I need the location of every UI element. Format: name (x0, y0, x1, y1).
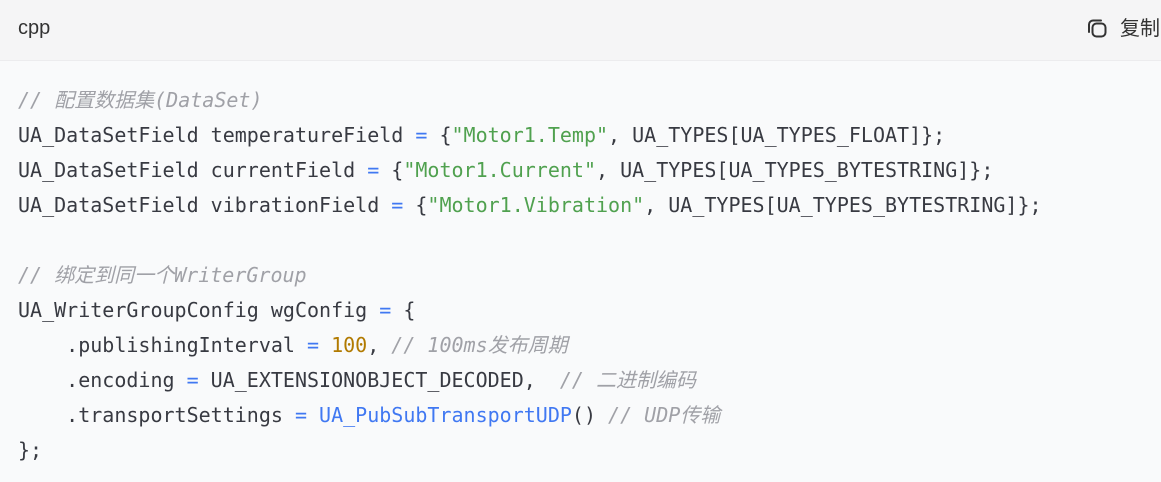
code-header: cpp 复制 (0, 0, 1161, 61)
code-text: , UA_TYPES[UA_TYPES_BYTESTRING]}; (644, 193, 1042, 217)
code-line: UA_DataSetField temperatureField = {"Mot… (18, 118, 1161, 153)
language-label: cpp (18, 17, 51, 39)
code-content[interactable]: // 配置数据集(DataSet) UA_DataSetField tempera… (0, 61, 1161, 468)
code-comment: // 配置数据集(DataSet) (18, 88, 263, 112)
code-text: UA_DataSetField vibrationField (18, 193, 392, 217)
code-text: UA_WriterGroupConfig wgConfig (18, 298, 380, 322)
code-line (18, 223, 1161, 258)
code-text: { (403, 193, 428, 217)
code-comment: // 100ms发布周期 (391, 333, 568, 357)
code-line: // 配置数据集(DataSet) (18, 83, 1161, 118)
code-line: .encoding = UA_EXTENSIONOBJECT_DECODED, … (18, 363, 1161, 398)
code-operator: = (306, 333, 320, 357)
code-text: .publishingInterval (18, 333, 307, 357)
code-line: UA_DataSetField currentField = {"Motor1.… (18, 153, 1161, 188)
code-operator: = (367, 158, 380, 182)
code-line: // 绑定到同一个WriterGroup (18, 258, 1161, 293)
code-operator: = (294, 403, 307, 427)
code-text (307, 403, 319, 427)
code-text: () (571, 403, 609, 427)
code-text: UA_EXTENSIONOBJECT_DECODED, (198, 368, 560, 392)
code-text: { (427, 123, 452, 147)
code-operator: = (415, 123, 428, 147)
code-text: { (379, 158, 404, 182)
code-comment: // UDP传输 (608, 403, 721, 427)
code-comment: // 二进制编码 (559, 368, 696, 392)
code-text: , UA_TYPES[UA_TYPES_BYTESTRING]}; (596, 158, 994, 182)
code-body[interactable]: // 配置数据集(DataSet) UA_DataSetField tempera… (0, 61, 1161, 482)
copy-icon (1088, 19, 1107, 38)
code-operator: = (379, 298, 392, 322)
code-string: "Motor1.Current" (403, 158, 596, 182)
code-string: "Motor1.Temp" (451, 123, 609, 147)
code-function: UA_PubSubTransportUDP (319, 403, 572, 427)
code-text: .encoding (18, 368, 187, 392)
code-line: .transportSettings = UA_PubSubTransportU… (18, 398, 1161, 433)
code-number: 100 (331, 333, 368, 357)
code-string: "Motor1.Vibration" (427, 193, 645, 217)
code-text (319, 333, 331, 357)
code-text: , (367, 333, 392, 357)
code-comment: // 绑定到同一个WriterGroup (18, 263, 307, 287)
code-operator: = (186, 368, 199, 392)
code-operator: = (391, 193, 404, 217)
code-line: }; (18, 433, 1161, 468)
code-line: UA_DataSetField vibrationField = {"Motor… (18, 188, 1161, 223)
code-text: UA_DataSetField temperatureField (18, 123, 416, 147)
code-text: }; (18, 438, 43, 462)
code-line: .publishingInterval = 100, // 100ms发布周期 (18, 328, 1161, 363)
code-text: UA_DataSetField currentField (18, 158, 368, 182)
copy-button[interactable]: 复制 (1084, 14, 1160, 42)
code-text: , UA_TYPES[UA_TYPES_FLOAT]}; (608, 123, 946, 147)
code-text: { (391, 298, 416, 322)
copy-label: 复制 (1120, 16, 1160, 40)
code-line: UA_WriterGroupConfig wgConfig = { (18, 293, 1161, 328)
code-text: .transportSettings (18, 403, 295, 427)
